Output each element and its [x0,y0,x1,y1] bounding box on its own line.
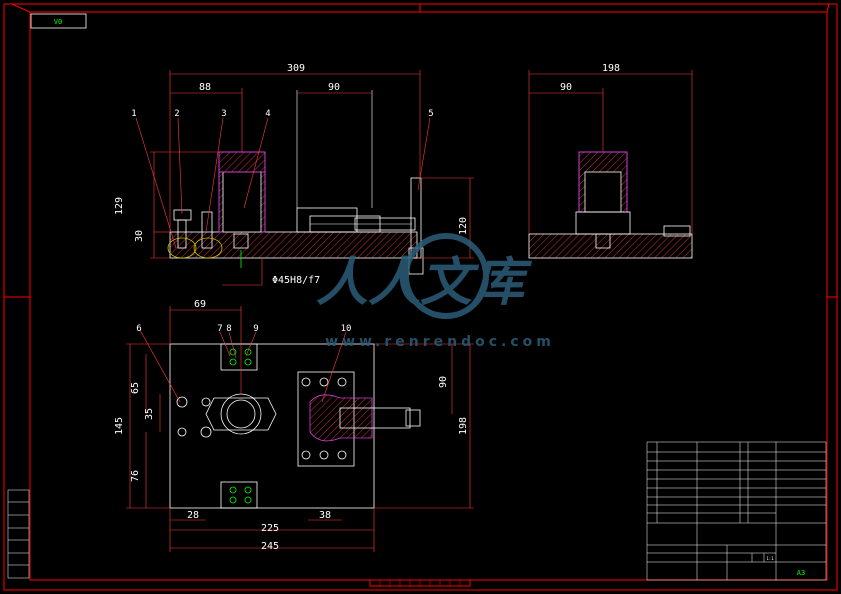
watermark: 人人文库 www.renrendoc.com [316,233,555,350]
left-margin-table [7,489,30,579]
fit-label: Φ45H8/f7 [272,275,320,286]
callout-8: 8 [226,324,231,334]
front-pin-3 [201,211,213,249]
callout-5: 5 [428,109,433,119]
callout-10: 10 [341,324,352,334]
front-view: 309 88 90 129 30 120 Φ45H8/f7 1 2 3 4 5 [114,63,474,286]
callout-1: 1 [131,109,136,119]
watermark-ring [403,233,489,319]
top-base-plate [169,343,375,509]
callout-4: 4 [265,109,270,119]
dim-35: 35 [144,408,155,420]
dim-245: 245 [261,541,279,552]
dim-88: 88 [199,82,211,93]
dim-198-side: 198 [602,63,620,74]
callout-7: 7 [217,324,222,334]
dim-129: 129 [114,197,125,215]
scale-value: 1:1 [766,556,774,561]
dim-120: 120 [458,217,469,235]
dim-30: 30 [134,230,145,242]
top-view: 69 145 65 35 76 28 38 225 245 90 198 6 7… [114,299,474,552]
dim-198-top: 198 [458,417,469,435]
dim-90-side: 90 [560,82,572,93]
dim-90-top: 90 [438,376,449,388]
sheet-tag-box: V0 [30,13,87,29]
dim-90-front: 90 [328,82,340,93]
front-clamp-block [296,207,358,233]
title-block [646,441,827,581]
side-view: 198 90 [528,63,693,259]
dim-38: 38 [319,510,331,521]
callout-2: 2 [174,109,179,119]
dim-69: 69 [194,299,206,310]
front-base-plate [169,231,418,259]
sheet-tag-text: V0 [54,18,62,26]
callout-3: 3 [221,109,226,119]
dim-225: 225 [261,523,279,534]
dim-76: 76 [130,470,141,482]
front-handle [410,177,422,259]
side-base-plate [528,233,693,259]
dim-65: 65 [130,382,141,394]
top-clamp-jaw [309,394,373,442]
front-screw-1 [173,209,192,221]
dim-309: 309 [287,63,305,74]
dim-145: 145 [114,417,125,435]
dim-28: 28 [187,510,199,521]
watermark-url: www.renrendoc.com [325,334,555,350]
watermark-chars: 人人文库 [316,253,533,313]
sheet-frame [3,3,838,591]
callout-9: 9 [253,324,258,334]
callout-6: 6 [136,324,141,334]
sheet-size: A3 [797,569,805,577]
bottom-scale-ticks [379,580,461,586]
